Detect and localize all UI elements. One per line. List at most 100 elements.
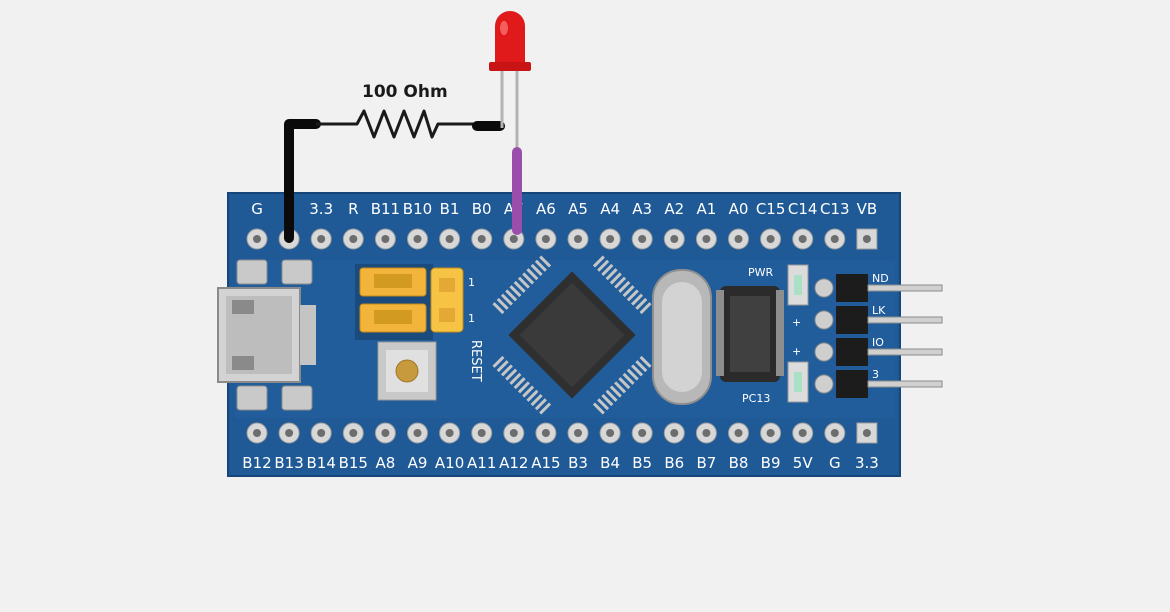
led-plus-1: + [792,316,801,329]
top-pin-label: B10 [403,200,432,218]
bottom-pin-label: A12 [499,454,528,472]
bottom-pin-label: G [829,454,841,472]
top-pin-label: A1 [696,200,716,218]
bottom-pin [278,422,300,444]
swd-label: ND [872,272,889,285]
led-plus-2: + [792,345,801,358]
resistor [316,109,480,139]
jumper-mark-1: 1 [468,276,475,289]
crystal-oscillator [652,269,712,405]
pwr-label: PWR [748,266,774,279]
bottom-pin [471,422,493,444]
swd-label: 3 [872,368,879,381]
top-pin [439,228,461,250]
reset-button: RESET [377,340,483,401]
top-pin-label: B0 [472,200,492,218]
top-pin-label: C14 [788,200,818,218]
top-pin-label: A6 [536,200,556,218]
swd-label: IO [872,336,884,349]
top-pin [407,228,428,250]
top-pin [631,228,653,250]
bottom-pin-label: B3 [568,454,588,472]
top-pin [471,228,493,250]
top-pin [824,228,846,250]
bottom-pin-label: A15 [531,454,560,472]
top-pin-label: A3 [632,200,652,218]
bottom-pin-label: B15 [339,454,368,472]
top-pin-label: A5 [568,200,588,218]
jumper-mark-2: 1 [468,312,475,325]
bottom-pin [407,422,428,444]
top-pin [374,228,396,250]
black-wire [284,119,321,243]
status-leds: PWR + + PC13 [742,264,809,405]
top-pin [599,228,621,250]
bottom-pin-label: A9 [408,454,428,472]
bottom-pin [599,422,621,444]
bottom-pin [856,422,878,444]
top-pin-label: G [251,200,263,218]
top-pin-label: A2 [664,200,684,218]
top-pin-label: VB [857,200,878,218]
bottom-pin [567,422,589,444]
bottom-pin-label: B8 [729,454,749,472]
bottom-pin-label: B4 [600,454,620,472]
top-pin-label: R [348,200,358,218]
top-pin [342,228,364,250]
bottom-pin [246,422,268,444]
bottom-pin [374,422,396,444]
bottom-pin-label: 3.3 [855,454,879,472]
boot-jumpers: 1 1 [355,264,475,340]
bottom-pin [663,422,685,444]
led-rim [489,62,531,71]
top-pin-label: 3.3 [309,200,333,218]
top-pin-label: C13 [820,200,850,218]
bottom-pin-label: A10 [435,454,464,472]
resistor-label: 100 Ohm [362,82,448,102]
top-pin-label: B1 [440,200,460,218]
bottom-pin [792,422,814,444]
external-circuit: 100 Ohm [284,11,531,243]
top-pin-label: B11 [371,200,400,218]
bottom-pin-label: B6 [664,454,684,472]
bottom-pin [695,422,717,444]
bottom-pin [631,422,653,444]
top-pin [535,228,557,250]
top-pin [792,228,814,250]
bottom-pin-label: B12 [242,454,271,472]
bottom-pin [439,422,461,444]
red-led [495,11,525,62]
top-pin [663,228,685,250]
top-pin [760,228,782,250]
mcu-chip [492,255,652,415]
top-pin [695,228,717,250]
bottom-pin [535,422,557,444]
swd-label: LK [872,304,886,317]
pc13-label: PC13 [742,392,770,405]
bottom-pin-row [246,422,878,444]
top-pin [856,228,878,250]
bottom-pin [503,422,525,444]
micro-usb-connector [217,259,316,411]
top-pin [246,228,268,250]
swd-header: ND LK IO 3 [814,272,943,398]
bottom-pin [310,422,332,444]
bottom-pin-label: A11 [467,454,496,472]
bottom-pin-label: B7 [696,454,716,472]
bottom-pin [760,422,782,444]
top-pin-label: A4 [600,200,620,218]
top-pin-label: C15 [756,200,786,218]
bottom-pin [728,422,749,444]
bottom-pin-label: B9 [761,454,781,472]
bottom-pin-label: A8 [375,454,395,472]
reset-label: RESET [468,340,483,382]
top-pin [310,228,332,250]
voltage-regulator [716,286,784,382]
top-pin-label: A0 [729,200,749,218]
bottom-pin-label: B13 [274,454,303,472]
bottom-pin-label: 5V [793,454,814,472]
top-pin [728,228,749,250]
bottom-pin-label: B5 [632,454,652,472]
